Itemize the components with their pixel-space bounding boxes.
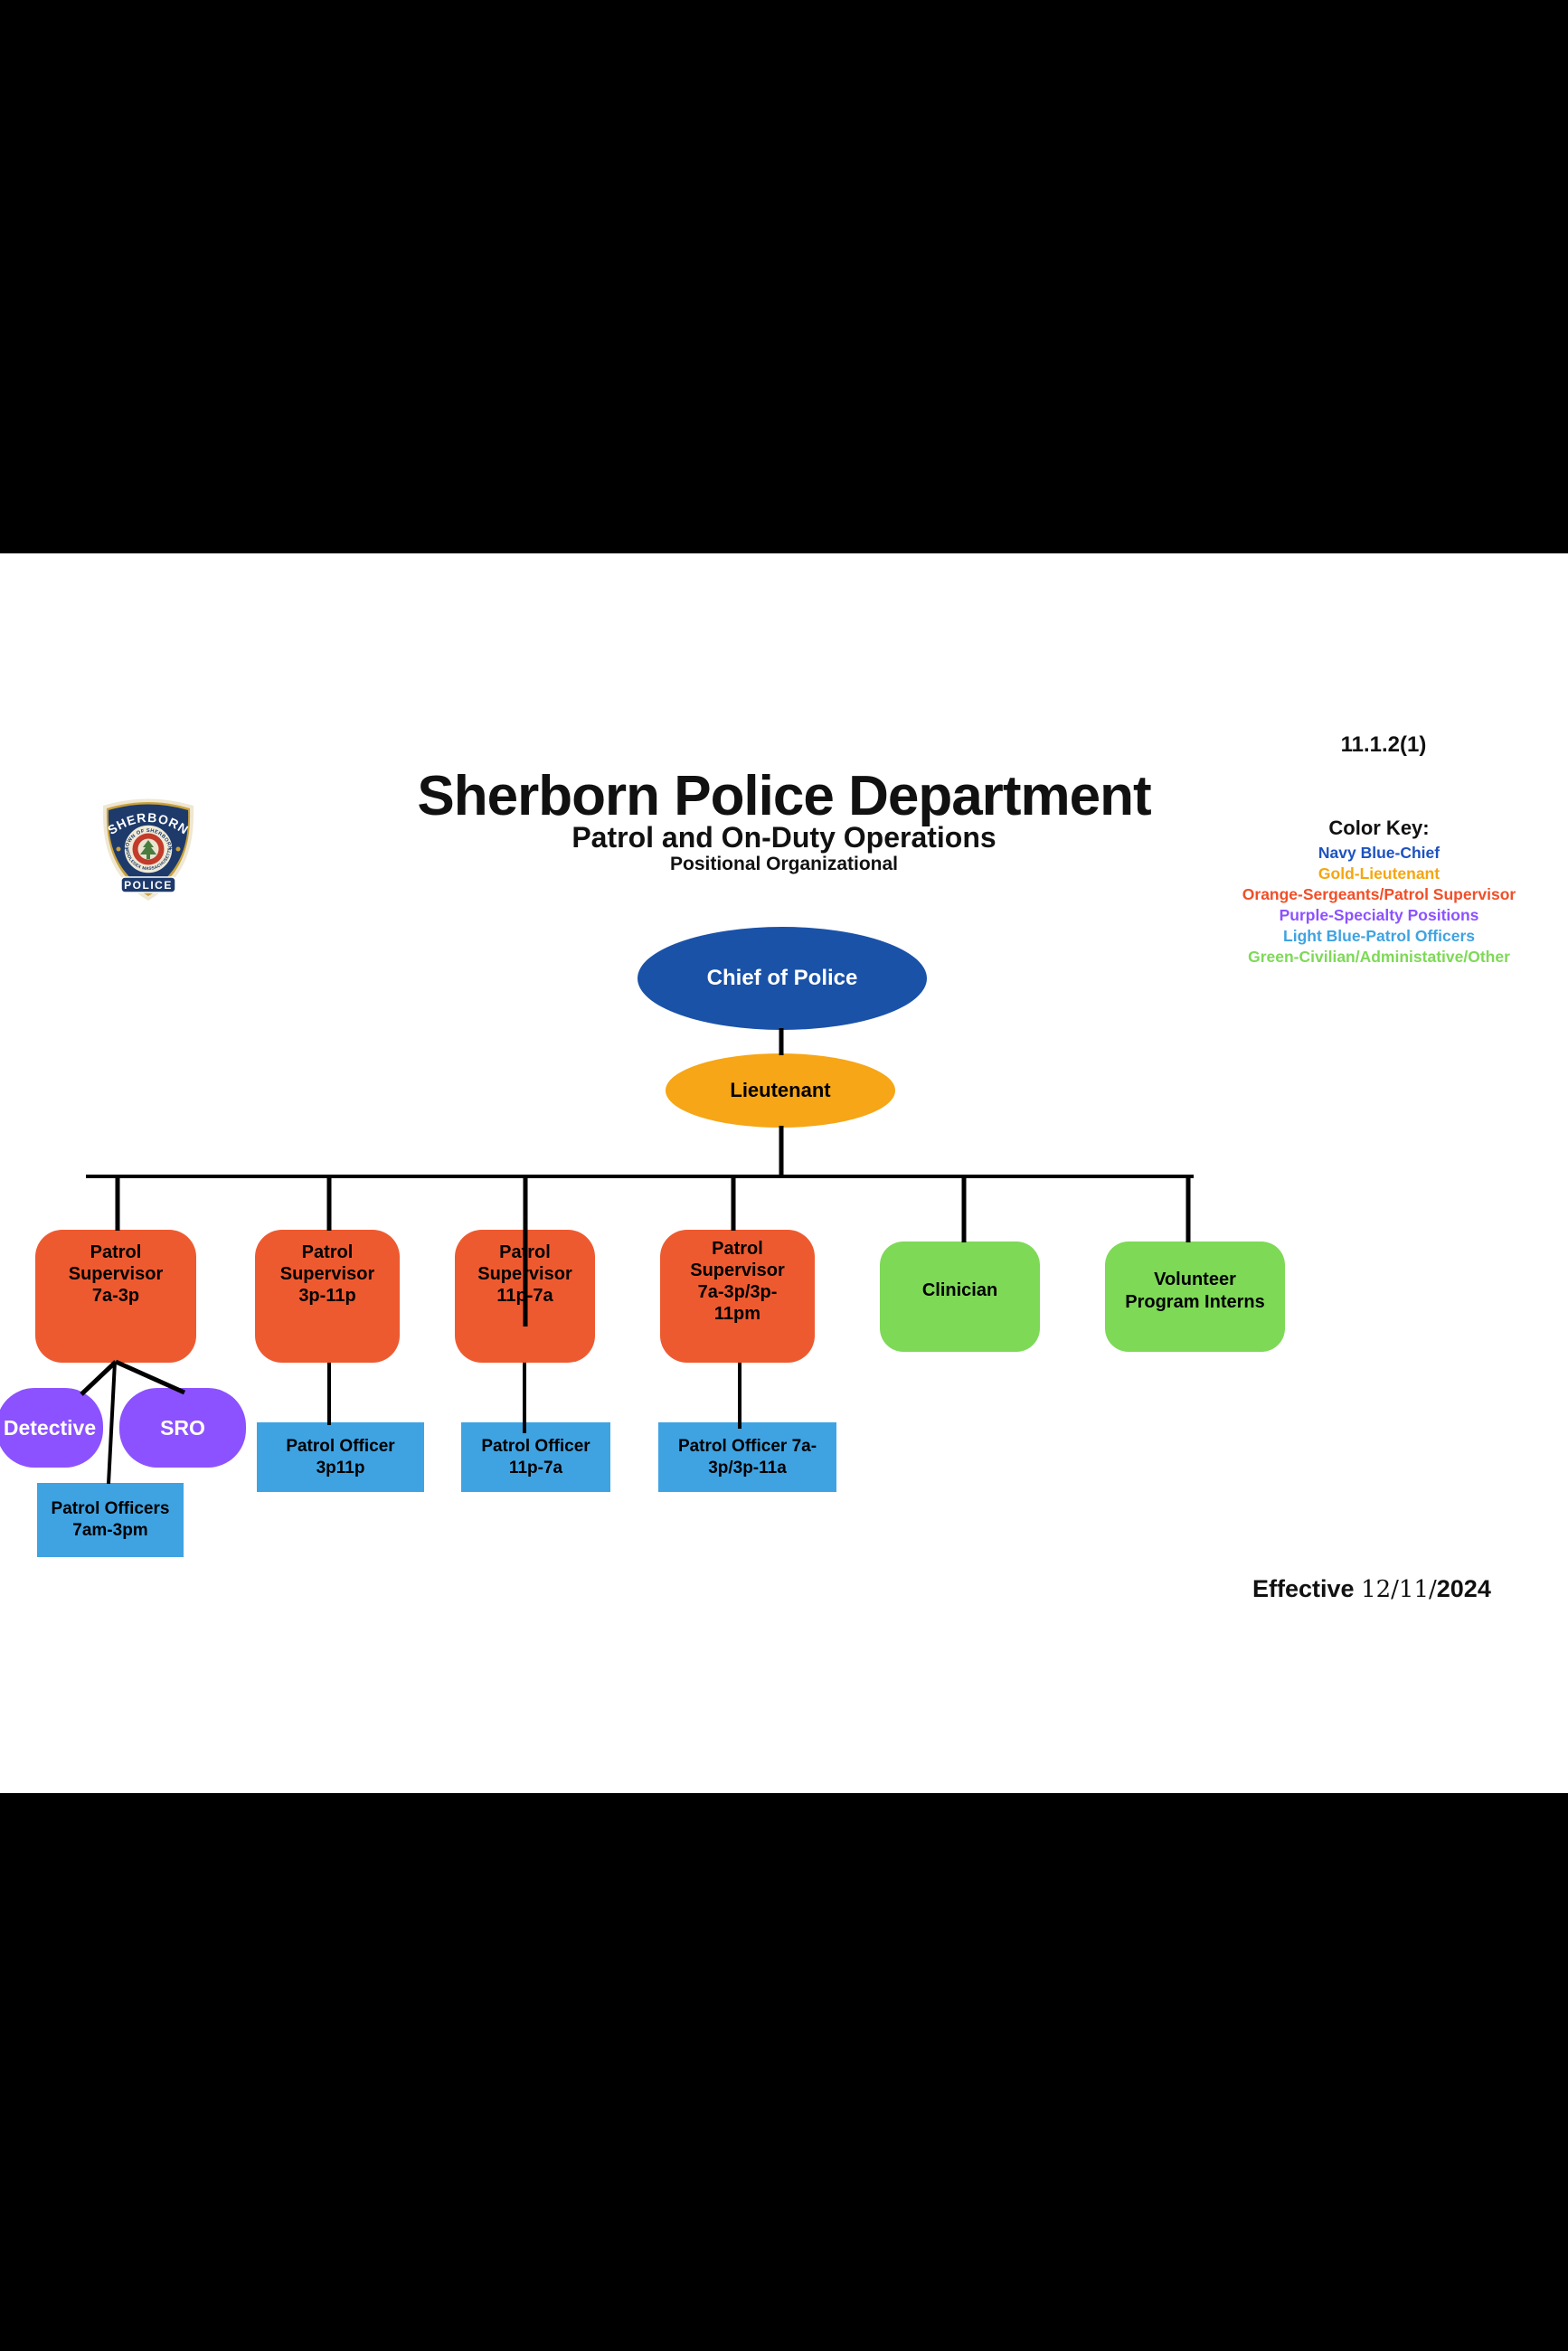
top-black-band (0, 0, 1568, 553)
node-detective: Detective (0, 1388, 103, 1468)
color-key-entry-patrol-officers: Light Blue-Patrol Officers (1283, 927, 1475, 945)
node-patrol-officer-7a-3p-3p-11a: Patrol Officer 7a- 3p/3p-11a (658, 1422, 836, 1492)
color-key-entry-chief: Navy Blue-Chief (1318, 844, 1440, 862)
page-subtitle-2: Positional Organizational (669, 854, 899, 874)
page-title: Sherborn Police Department (417, 765, 1151, 827)
page-subtitle: Patrol and On-Duty Operations (571, 821, 997, 854)
badge-police-text: POLICE (124, 879, 173, 892)
color-key-entry-sergeants: Orange-Sergeants/Patrol Supervisor (1242, 885, 1516, 903)
connector-fan-officers (107, 1361, 117, 1485)
effective-date-line: Effective 12/11/2024 (1252, 1575, 1551, 1603)
node-patrol-supervisor-7a-3p: Patrol Supervisor 7a-3p (35, 1230, 196, 1363)
node-patrol-officer-11p-7a: Patrol Officer 11p-7a (461, 1422, 610, 1492)
badge-gold-dot-right (175, 846, 181, 852)
node-lieutenant: Lieutenant (666, 1053, 895, 1128)
node-patrol-officers-7am-3pm: Patrol Officers 7am-3pm (37, 1483, 184, 1557)
connector-fan-detective (80, 1360, 118, 1396)
node-patrol-supervisor-3p-11p: Patrol Supervisor 3p-11p (255, 1230, 400, 1363)
node-volunteer-program-interns: Volunteer Program Interns (1105, 1242, 1285, 1352)
badge-tree-icon (140, 840, 156, 859)
sherborn-police-badge: SHERBORN TOWN OF SHERBORN MIDDLESEX MASS… (102, 798, 194, 901)
effective-date-numbers: 12/11/ (1361, 1576, 1437, 1603)
effective-date-year: 2024 (1436, 1575, 1491, 1602)
node-clinician: Clinician (880, 1242, 1040, 1352)
bottom-black-band (0, 1793, 1568, 2351)
document-code: 11.1.2(1) (1340, 732, 1427, 757)
effective-label: Effective (1252, 1575, 1355, 1602)
color-key-heading: Color Key: (1328, 817, 1430, 839)
color-key-entry-specialty: Purple-Specialty Positions (1279, 906, 1479, 924)
node-chief-of-police: Chief of Police (638, 927, 927, 1030)
badge-police-banner (120, 876, 176, 893)
color-key-entry-civilian: Green-Civilian/Administative/Other (1248, 948, 1510, 966)
node-sro: SRO (119, 1388, 246, 1468)
badge-gold-dot-left (116, 846, 121, 852)
color-key: Color Key: Navy Blue-Chief Gold-Lieutena… (1212, 817, 1546, 968)
node-patrol-supervisor-11p-7a: Patrol Supervisor 11p-7a (455, 1230, 595, 1363)
node-patrol-officer-3p11p: Patrol Officer 3p11p (257, 1422, 424, 1492)
node-patrol-supervisor-7a-3p-3p-11pm: Patrol Supervisor 7a-3p/3p- 11pm (660, 1230, 815, 1363)
color-key-entry-lieutenant: Gold-Lieutenant (1318, 864, 1440, 883)
